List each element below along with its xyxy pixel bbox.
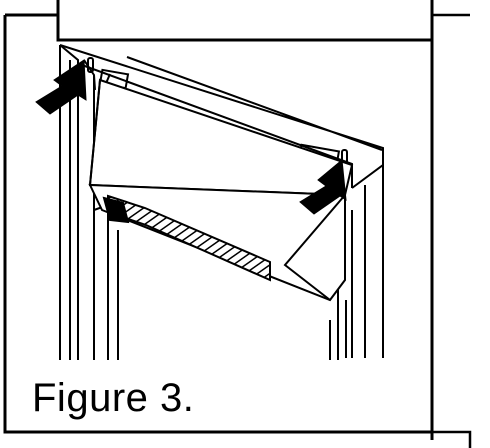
arrow-pointer-icon (299, 159, 347, 215)
window-frame (59, 44, 384, 360)
panel-crease (89, 79, 346, 301)
shade-panel (88, 78, 354, 302)
left-pin (87, 57, 94, 73)
right-bracket-bottom (432, 430, 472, 448)
outer-border (3, 13, 434, 440)
top-rail (59, 44, 384, 189)
right-post (345, 148, 384, 358)
arrow-pointer-icon (35, 59, 87, 115)
figure-caption: Figure 3. (32, 376, 195, 420)
inner-left-jamb (93, 203, 119, 360)
top-label-box (56, 0, 434, 42)
left-post (59, 44, 95, 360)
panel-tab (102, 196, 130, 224)
callout-arrows (35, 59, 347, 215)
inner-right-jamb (329, 280, 339, 360)
page-frame (3, 0, 472, 448)
